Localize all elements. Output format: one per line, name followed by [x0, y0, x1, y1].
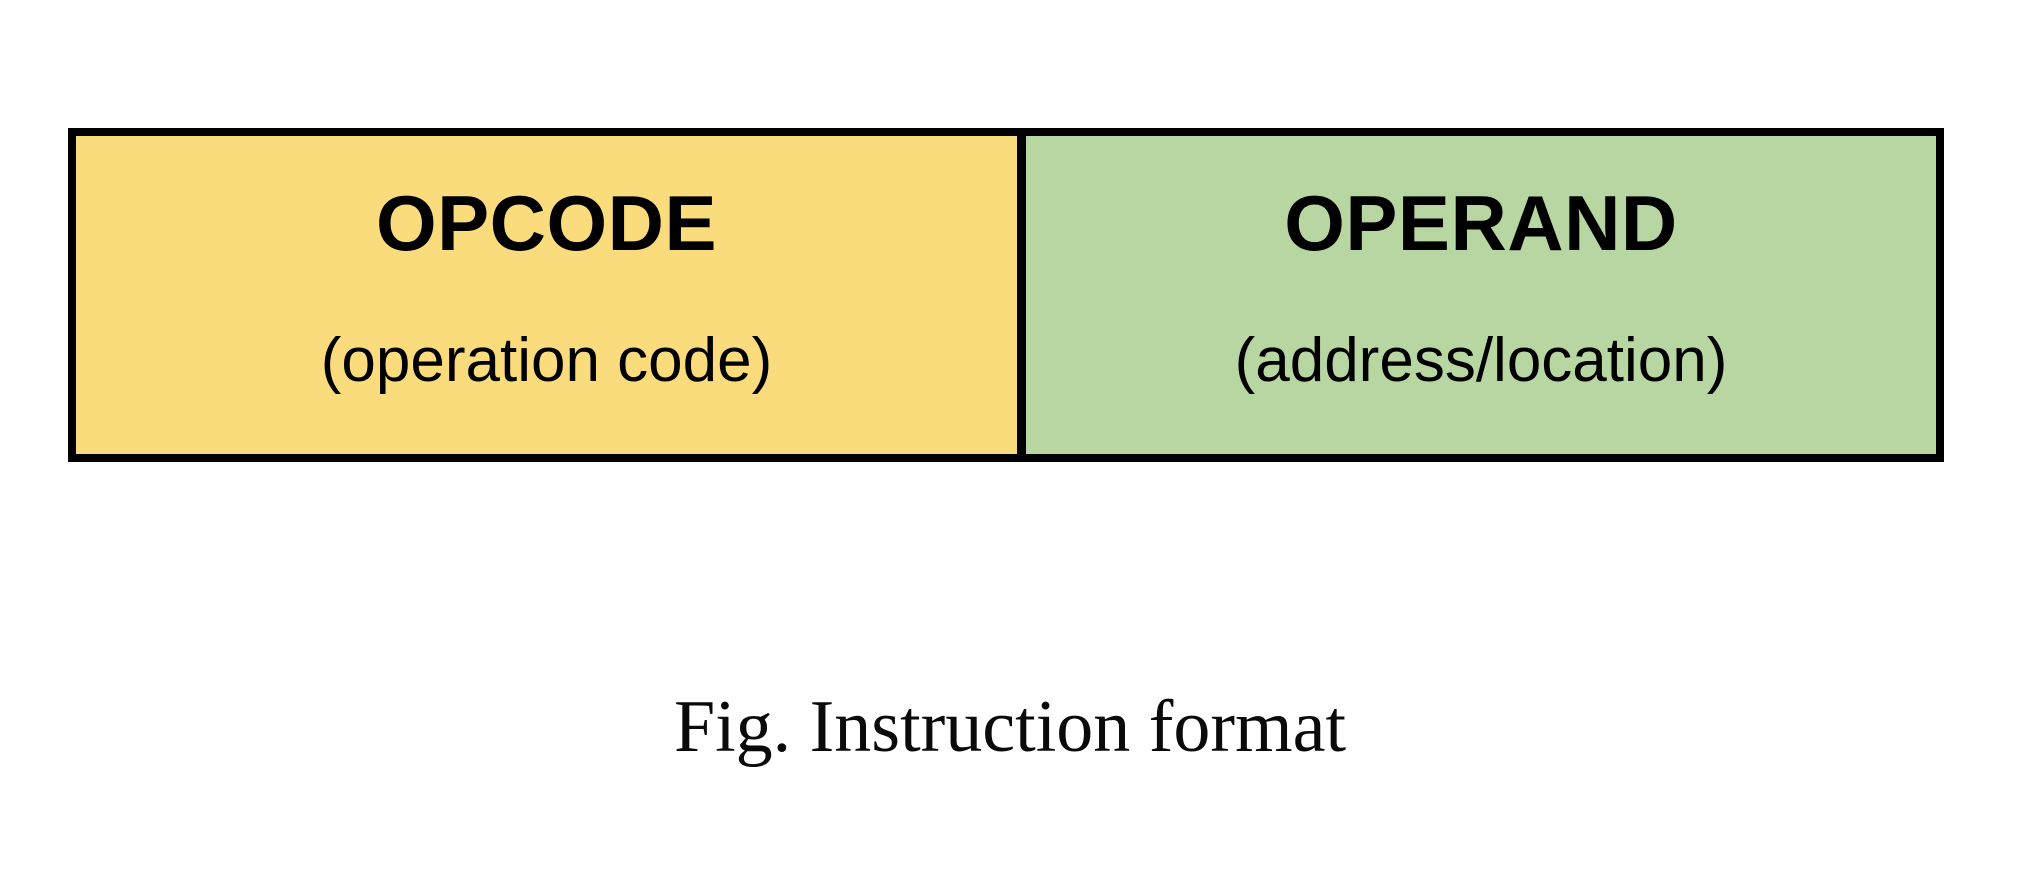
- opcode-title: OPCODE: [375, 179, 718, 267]
- figure-caption: Fig. Instruction format: [673, 686, 1347, 768]
- operand-subtitle: (address/location): [1234, 326, 1728, 395]
- instruction-field-opcode: OPCODE (operation code): [76, 136, 1026, 454]
- operand-title: OPERAND: [1284, 179, 1678, 267]
- instruction-field-operand: OPERAND (address/location): [1026, 136, 1936, 454]
- instruction-format-box: OPCODE (operation code) OPERAND (address…: [68, 128, 1944, 462]
- opcode-subtitle: (operation code): [320, 326, 773, 395]
